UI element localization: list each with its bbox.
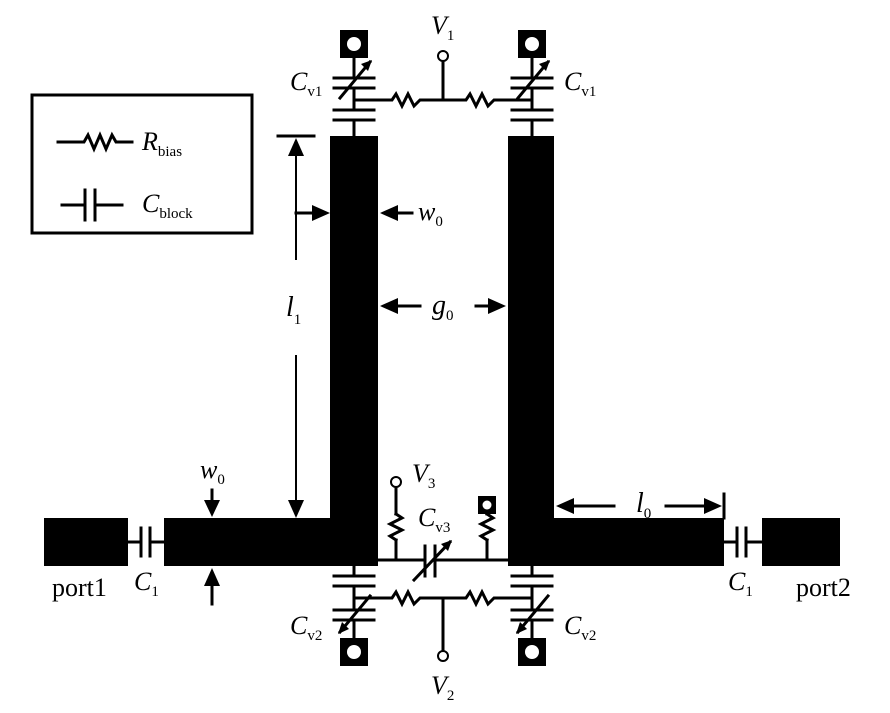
v2-label: V2	[431, 671, 454, 704]
legend-box	[30, 93, 254, 235]
port2-label: port2	[796, 573, 851, 602]
port1-pad	[44, 518, 128, 566]
dimension-g0	[380, 298, 506, 314]
c1-right-capacitor	[722, 526, 764, 558]
cv1-left-label: Cv1	[290, 67, 322, 100]
left-resonator-line	[330, 136, 378, 566]
l0-label: l0	[636, 488, 651, 522]
v2-terminal	[437, 650, 449, 662]
c1-left-label: C1	[134, 567, 159, 600]
v1-terminal	[437, 50, 449, 62]
left-feed-line	[164, 518, 378, 566]
top-bias-network	[332, 30, 554, 138]
dimension-l1	[276, 134, 316, 518]
port2-pad	[762, 518, 840, 566]
w0-left-label: w0	[200, 455, 225, 488]
dimension-l0	[556, 492, 726, 520]
w0-top-label: w0	[418, 197, 443, 230]
bottom-bias-network	[332, 564, 554, 666]
microstrip-structure	[44, 136, 840, 566]
legend-capacitor-label: Cblock	[142, 189, 193, 222]
cv2-right-label: Cv2	[564, 611, 596, 644]
legend-resistor-label: Rbias	[141, 127, 182, 160]
cv2-left-label: Cv2	[290, 611, 322, 644]
legend-resistor-symbol	[56, 131, 134, 153]
right-feed-line	[508, 518, 724, 566]
l1-label: l1	[286, 292, 301, 328]
port1-label: port1	[52, 573, 107, 602]
legend: Rbias Cblock	[30, 93, 254, 235]
cv3-label: Cv3	[418, 503, 450, 536]
c1-right-label: C1	[728, 567, 753, 600]
v3-label: V3	[412, 459, 435, 492]
legend-capacitor-symbol	[60, 188, 124, 222]
g0-label: g0	[432, 290, 454, 324]
cv1-right-label: Cv1	[564, 67, 596, 100]
cv3-network	[376, 476, 510, 583]
v1-label: V1	[431, 11, 454, 44]
v3-terminal	[390, 476, 402, 488]
right-resonator-line	[508, 136, 554, 566]
dimension-w0-left	[204, 488, 220, 606]
dimension-w0-top	[294, 205, 414, 221]
c1-left-capacitor	[126, 526, 166, 558]
